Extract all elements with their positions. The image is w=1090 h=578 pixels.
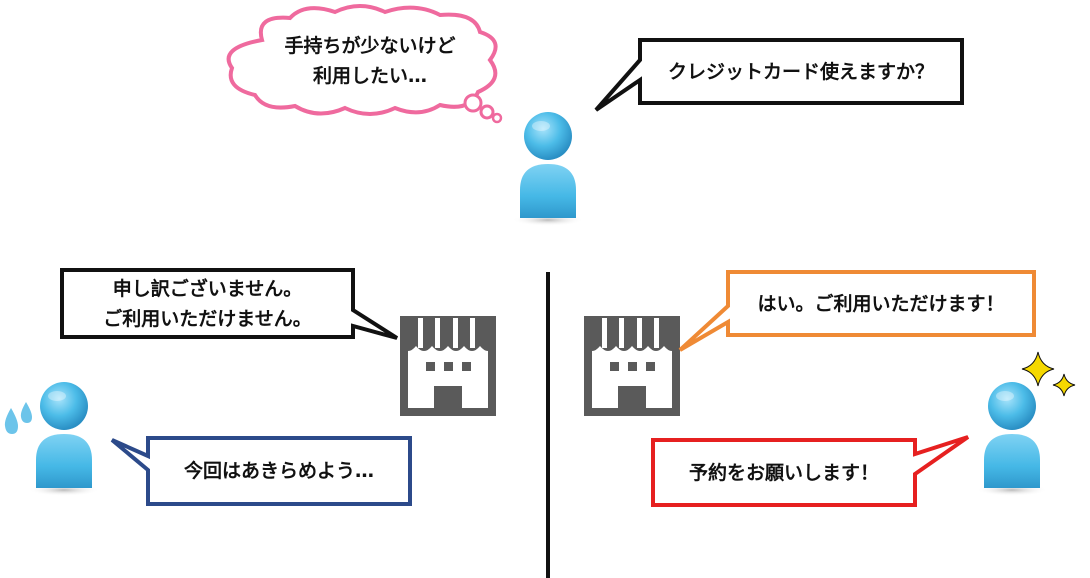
reservation-bubble xyxy=(651,435,970,507)
accept-bubble xyxy=(678,270,1036,352)
thought-text: 手持ちが少ないけど 利用したい… xyxy=(262,20,478,102)
apology-line-2: ご利用いただけません。 xyxy=(103,307,312,330)
person-icon xyxy=(28,382,100,496)
thought-line-2: 利用したい… xyxy=(312,65,427,87)
question-bubble xyxy=(594,38,964,112)
sweat-drops-icon xyxy=(4,402,32,434)
sparkle-icon xyxy=(1021,351,1076,397)
question-text: クレジットカード使えますか？ xyxy=(667,60,934,83)
apology-text: 申し訳ございません。 ご利用いただけません。 xyxy=(64,272,351,335)
reservation-text: 予約をお願いします！ xyxy=(688,461,879,484)
shop-icon xyxy=(584,316,680,412)
shop-icon xyxy=(400,316,496,412)
person-icon xyxy=(512,112,584,226)
accept-text: はい。ご利用いただけます！ xyxy=(757,292,1005,315)
thought-line-1: 手持ちが少ないけど xyxy=(284,35,456,57)
give-up-bubble xyxy=(110,436,412,506)
give-up-text: 今回はあきらめよう… xyxy=(183,460,374,482)
apology-line-1: 申し訳ございません。 xyxy=(112,277,303,300)
thought-bubble xyxy=(226,4,503,124)
person-icon xyxy=(976,382,1048,496)
apology-bubble xyxy=(60,268,399,340)
